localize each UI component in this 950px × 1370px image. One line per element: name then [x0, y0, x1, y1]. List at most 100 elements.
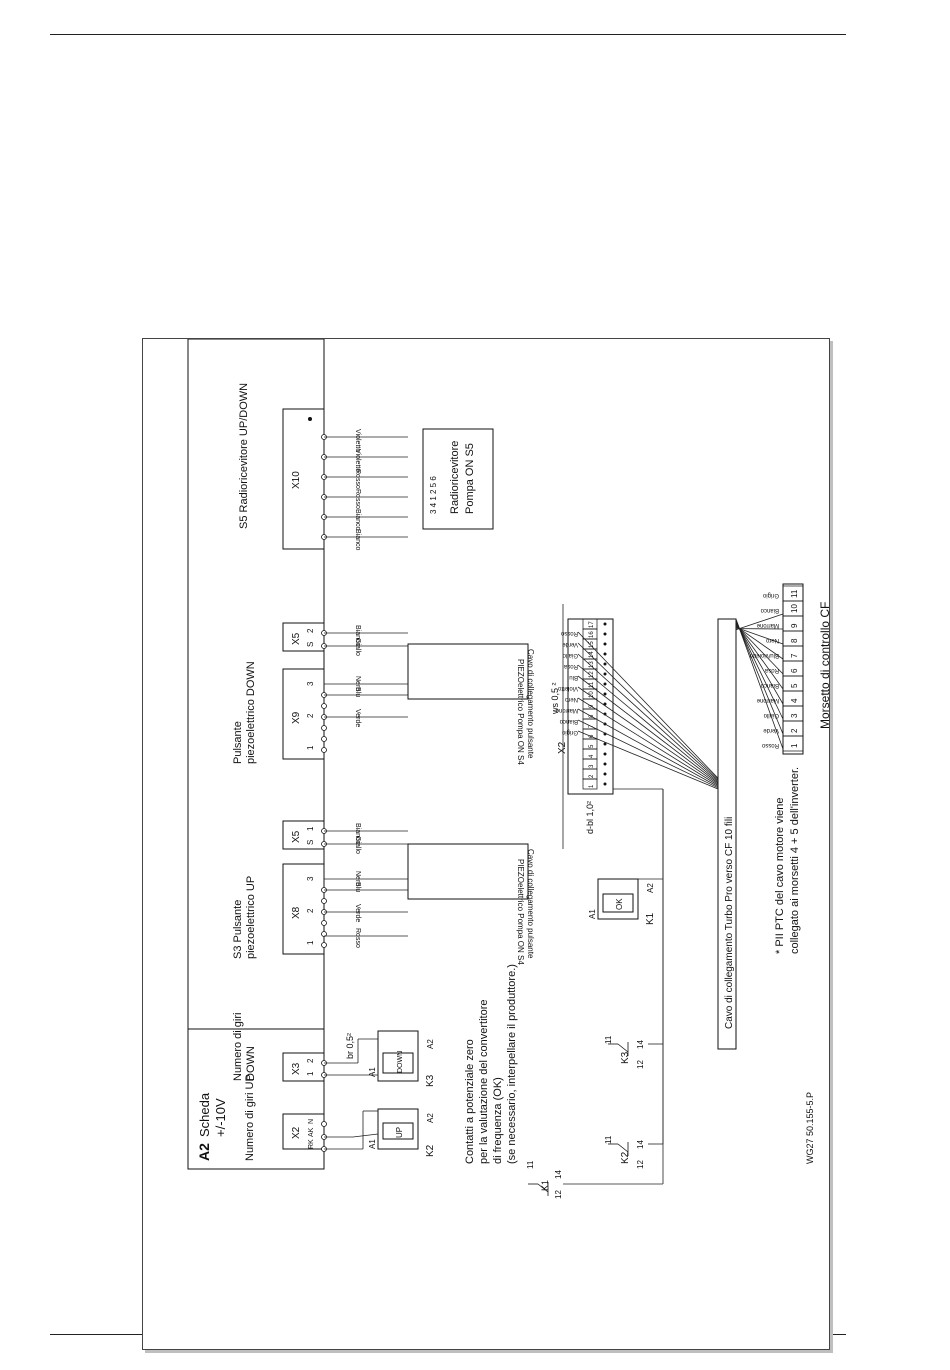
fan-wire	[735, 621, 784, 720]
relay-k3-a2: A2	[426, 1039, 435, 1049]
wire-label: Violetto	[354, 449, 361, 472]
relay-k3-contact-label: K3	[620, 1051, 631, 1064]
cf-wire-color: Marrone	[756, 697, 779, 703]
fan-wire	[735, 627, 784, 645]
x2-terminal-number: 11	[589, 681, 595, 688]
x2-terminal-dot	[603, 692, 607, 696]
connector-x9-pin-2: 2	[306, 713, 315, 718]
cf-terminal-number: 10	[790, 604, 799, 613]
cf-wire-color: Bianco	[760, 607, 779, 613]
fan-wire	[735, 620, 784, 735]
relay-k3-contact-14: 14	[636, 1040, 645, 1049]
fan-wire	[577, 653, 719, 781]
fan-wire	[577, 697, 719, 786]
cable-piezo-down-1: PIEZOelettrico Pompa ON S4	[516, 659, 525, 765]
cf-terminal-number: 3	[790, 713, 799, 718]
terminal-pin	[321, 725, 327, 731]
wire-label: Giallo	[354, 836, 361, 854]
fan-wire	[735, 622, 784, 705]
wire-label: Bianco	[354, 625, 361, 647]
relay-k2-a2: A2	[426, 1113, 435, 1123]
connector-x5: X5	[291, 830, 302, 843]
fan-wire	[577, 631, 719, 779]
cf-wire-color: Rosso	[761, 742, 779, 748]
cable-radio-pins: 3 4 1 2 5 6	[429, 476, 438, 514]
cf-terminal-number: 8	[790, 638, 799, 643]
fan-wire	[577, 686, 719, 785]
cf-terminal-number: 11	[790, 589, 799, 598]
terminal-pin	[321, 942, 327, 948]
x2-wire-color: Nero	[564, 696, 578, 702]
relay-k1-a1: A1	[588, 909, 597, 919]
relay-k2-label: K2	[425, 1144, 436, 1157]
terminal-pin	[321, 1121, 327, 1127]
contact-blade	[537, 1183, 549, 1193]
x2-terminal-number: 14	[589, 651, 595, 658]
board-x8-label-2: piezoelettrico UP	[245, 876, 257, 959]
wire-label: Blu	[354, 882, 361, 892]
x2-terminal-dot	[603, 742, 607, 746]
terminal-pin	[321, 703, 327, 709]
wire-label: Nero	[354, 676, 361, 691]
x2-wire-color: Rosa	[563, 663, 578, 669]
cable-ws: ws 0,5 ²	[550, 682, 560, 715]
wire-label: Verde	[354, 904, 361, 922]
x2-terminal-dot	[603, 682, 607, 686]
terminal-pin	[321, 931, 327, 937]
note-line2: per la valutazione del convertitore	[478, 1000, 490, 1164]
relay-k1-contact-12: 12	[554, 1190, 563, 1199]
wire-label: Nero	[354, 871, 361, 886]
connector-x8-pin-3: 3	[306, 876, 315, 881]
connector-x9-pin-1: 1	[306, 745, 315, 750]
relay-k2-contact-11: 11	[604, 1135, 613, 1144]
fan-wire	[735, 613, 784, 631]
x2-terminal-dot	[603, 622, 607, 626]
connector-x3: X3	[291, 1062, 302, 1075]
x2-terminal-number: 8	[589, 714, 595, 718]
cable-br: br 0,5²	[345, 1033, 355, 1059]
connector-x5-pin-1: 1	[306, 826, 315, 831]
x2-terminal-dot	[603, 772, 607, 776]
cf-wire-color: Bianco	[760, 682, 779, 688]
note-ptc-1: * PII PTC del cavo motore viene	[774, 797, 786, 954]
x2-terminal-number: 10	[589, 691, 595, 698]
x2-terminal-number: 17	[589, 621, 595, 628]
note-line3: di frequenza (OK)	[492, 1077, 504, 1164]
connector-x2-pin-rk: RK	[308, 1139, 315, 1149]
board-subtitle: +/-10V	[213, 1098, 228, 1137]
relay-k2-contact-12: 12	[636, 1160, 645, 1169]
relay-k3-label: K3	[425, 1074, 436, 1087]
connector-x5b: X5	[291, 632, 302, 645]
cf-wire-color: Grigio	[762, 592, 779, 598]
x2-terminal-number: 2	[589, 774, 595, 778]
relay-k2-a1: A1	[368, 1139, 377, 1149]
fan-wire	[577, 675, 719, 784]
relay-k1-contact-11: 11	[526, 1160, 535, 1169]
contact-blade	[617, 1143, 629, 1153]
fan-wire	[577, 664, 719, 783]
relay-k2-coil: UP	[395, 1127, 404, 1138]
connector-x2-pin-ak: AK	[308, 1127, 315, 1137]
cf-terminal-label: Morsetto di controllo CF	[818, 602, 829, 729]
x2-terminal-dot	[603, 762, 607, 766]
wire-label: Verde	[354, 709, 361, 727]
cf-wire-color: Giallo	[763, 712, 779, 718]
relay-k1-a2: A2	[646, 883, 655, 893]
note-ptc-2: collegato ai morsetti 4 + 5 dell'inverte…	[789, 767, 801, 954]
cf-terminal-cell	[782, 585, 804, 602]
connector-x5b-pin-s: S	[306, 642, 315, 647]
x2-terminal-number: 3	[589, 764, 595, 768]
x2-terminal-number: 6	[589, 734, 595, 738]
x2-terminal-dot	[603, 632, 607, 636]
wiring-diagram-frame: A2 Scheda +/-10V Numero di giri UP Numer…	[142, 338, 832, 1350]
fan-wire	[577, 708, 719, 787]
fan-wire	[735, 625, 784, 660]
x2-terminal-number: 16	[589, 631, 595, 638]
terminal-pin	[321, 898, 327, 904]
x2-terminal-number: 13	[589, 661, 595, 668]
x2-terminal-number: 9	[589, 704, 595, 708]
connector-x3-pin-2: 2	[306, 1058, 315, 1063]
terminal-pin	[321, 747, 327, 753]
x2-terminal-dot	[603, 672, 607, 676]
x2-terminal-number: 15	[589, 641, 595, 648]
